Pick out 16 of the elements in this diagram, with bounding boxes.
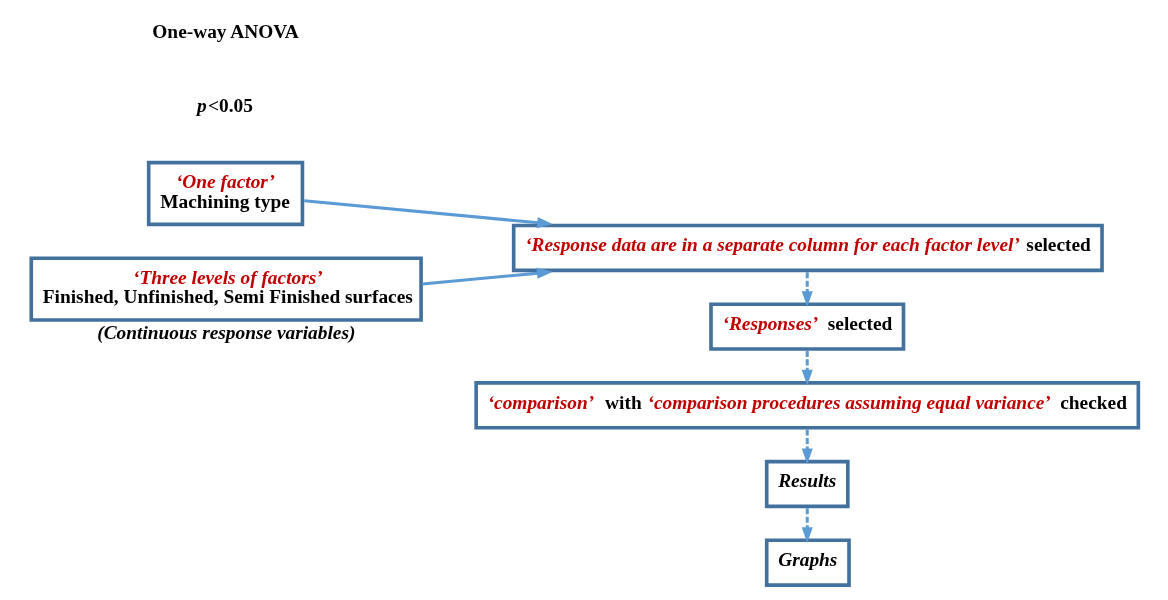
label: One-way ANOVA (151, 21, 299, 43)
node-box: ‘comparison’ with ‘comparison procedures assuming equal variance’ checked (473, 381, 1140, 430)
label: p<0.05 (196, 95, 253, 117)
arrow (801, 508, 813, 543)
node-box: ‘One factor’ Machining type (146, 160, 304, 227)
arrow (801, 272, 813, 307)
arrow (801, 429, 813, 465)
node-box: Results (764, 459, 850, 509)
arrow (303, 199, 553, 229)
node-box: ‘Responses’ selected (708, 302, 905, 351)
node-box: ‘Response data are in a separate column for each factor level’ selected (511, 223, 1104, 273)
node-box: Graphs (764, 538, 851, 587)
node-box: ‘Three levels of factors’ Finished, Unfinished, Semi Finished surfaces (28, 256, 423, 322)
arrow (801, 350, 813, 386)
arrow (421, 267, 553, 286)
node-label: (Continuous response variables) (96, 321, 355, 343)
